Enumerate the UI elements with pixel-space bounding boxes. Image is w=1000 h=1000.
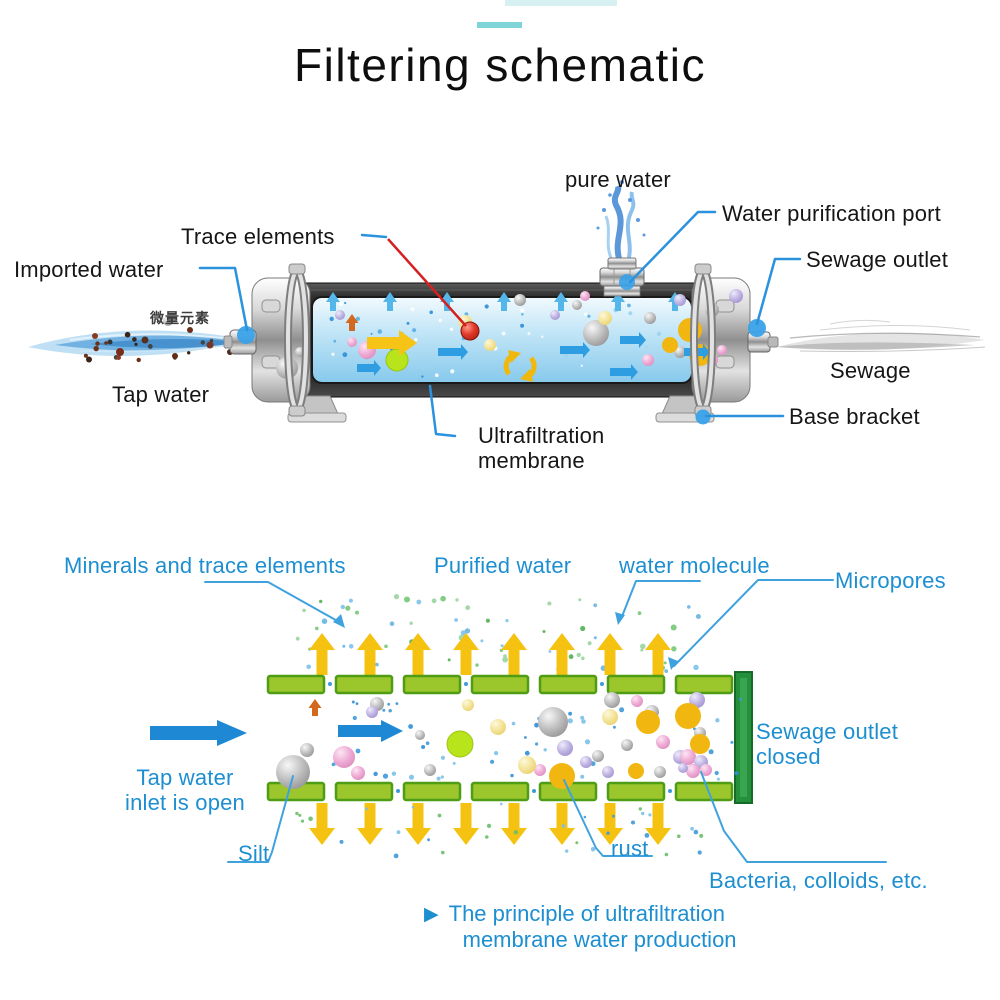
label-sewage: Sewage — [830, 358, 911, 383]
sewage-spray — [776, 319, 986, 352]
label-purification-port: Water purification port — [722, 201, 941, 226]
channel-flow-arrow — [338, 720, 403, 742]
label-rust: rust — [611, 836, 649, 861]
label-sewage-closed: Sewage outlet closed — [756, 719, 899, 769]
label-purified-water: Purified water — [434, 553, 572, 578]
channel-water-dots — [283, 697, 742, 781]
label-pure-water: pure water — [565, 167, 671, 192]
title-accent-dash — [477, 22, 522, 28]
clamp-rings — [284, 263, 716, 417]
label-bacteria: Bacteria, colloids, etc. — [709, 868, 928, 893]
label-micropores: Micropores — [835, 568, 946, 593]
purified-cloud — [295, 594, 701, 674]
leader-arrowheads — [333, 612, 678, 670]
membrane-principle — [150, 579, 887, 863]
label-cn-trace-elements: 微量元素 — [150, 310, 210, 326]
label-trace-elements: Trace elements — [181, 224, 335, 249]
outlet-fitting — [747, 319, 779, 353]
caption-marker-icon: ▶ — [424, 904, 439, 925]
inlet-fitting — [223, 326, 257, 355]
closed-end-inner — [740, 678, 747, 797]
bracket-marker-dot — [695, 409, 711, 425]
label-water-molecule: water molecule — [619, 553, 770, 578]
page-title: Filtering schematic — [294, 39, 706, 91]
label-minerals: Minerals and trace elements — [64, 553, 346, 578]
label-base-bracket: Base bracket — [789, 404, 920, 429]
filter-tube — [223, 180, 779, 425]
purification-port — [599, 257, 645, 297]
membrane-top — [266, 674, 734, 695]
up-arrows — [309, 633, 671, 675]
label-imported-water: Imported water — [14, 257, 164, 282]
below-water-dots — [295, 802, 704, 859]
top-leader-lines — [198, 210, 802, 438]
label-tap-water: Tap water — [112, 382, 210, 407]
label-inlet-open: Tap water inlet is open — [124, 765, 245, 815]
caption-text: The principle of ultrafiltration membran… — [448, 901, 737, 952]
base-brackets — [287, 395, 715, 423]
trace-elements-leader — [387, 238, 467, 327]
top-artifact-streak — [505, 0, 617, 6]
inlet-flow-arrow — [150, 720, 247, 746]
bottom-leader-lines — [204, 579, 887, 863]
bacteria-cluster — [678, 749, 712, 778]
label-sewage-outlet: Sewage outlet — [806, 247, 949, 272]
pure-water-jet — [596, 180, 646, 263]
label-ultrafiltration-membrane: Ultrafiltration membrane — [478, 423, 605, 473]
label-silt: Silt — [238, 841, 270, 866]
tap-water-stream — [28, 316, 250, 363]
caption-principle: ▶ The principle of ultrafiltration membr… — [424, 901, 737, 953]
channel-particles — [276, 692, 712, 789]
membrane-bottom — [266, 781, 734, 802]
